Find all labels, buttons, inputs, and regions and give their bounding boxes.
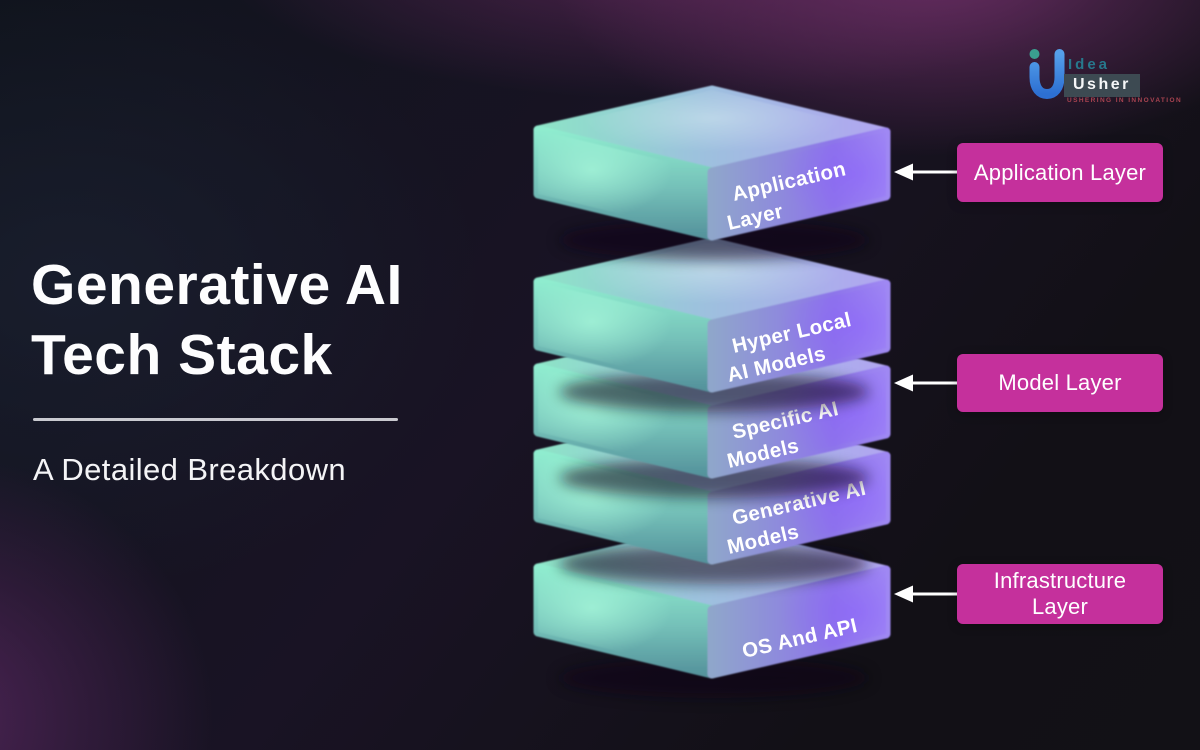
stack-layer-hyper-local: Hyper Local AI Models [533,237,891,412]
page-subtitle: A Detailed Breakdown [33,452,347,487]
idea-usher-logo: Idea Usher USHERING IN INNOVATION [1028,44,1181,108]
annotation-model-layer: Model Layer [957,354,1163,412]
arrow-left-icon [894,585,960,603]
arrow-left-icon [894,163,960,181]
idea-usher-u-icon [1029,49,1065,100]
arrow-left-icon [894,374,960,392]
annotation-infrastructure-layer: Infrastructure Layer [957,564,1163,624]
logo-brand-top: Idea [1068,56,1111,73]
logo-brand-bottom: Usher [1064,74,1140,97]
stack-layer-application: Application Layer [533,85,891,260]
logo-tagline: USHERING IN INNOVATION [1067,97,1183,104]
title-divider [33,418,398,421]
page-title-line1: Generative AI [31,253,403,317]
annotation-application-layer: Application Layer [957,143,1163,202]
page-title: Generative AI Tech Stack [31,250,511,390]
page-title-line2: Tech Stack [31,323,333,387]
